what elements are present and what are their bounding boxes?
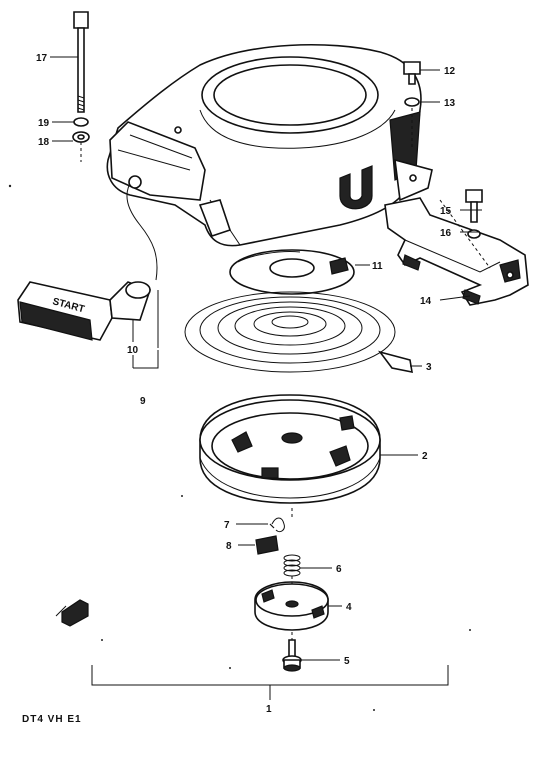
flat-washer bbox=[72, 131, 90, 143]
callout-labels: 17 19 18 12 13 15 16 14 11 3 2 10 9 7 8 … bbox=[36, 53, 456, 715]
mount-bolt bbox=[403, 61, 421, 85]
callout-11: 11 bbox=[372, 261, 383, 272]
callout-7: 7 bbox=[224, 520, 230, 531]
friction-spring bbox=[283, 554, 301, 577]
lock-washer bbox=[73, 117, 89, 127]
mount-washer bbox=[404, 97, 420, 107]
mounting-bracket bbox=[384, 197, 529, 306]
callout-13: 13 bbox=[444, 98, 456, 109]
callout-15: 15 bbox=[440, 206, 452, 217]
front-arrow-icon bbox=[55, 599, 89, 627]
callout-9: 9 bbox=[140, 396, 146, 407]
pawl bbox=[255, 535, 279, 555]
recoil-spring bbox=[184, 291, 413, 374]
long-bolt bbox=[73, 11, 89, 113]
starter-cam bbox=[229, 249, 355, 295]
starter-rope bbox=[126, 175, 158, 281]
pawl-spring bbox=[269, 517, 285, 533]
center-bolt bbox=[282, 639, 302, 672]
callout-10: 10 bbox=[127, 345, 139, 356]
starter-handle: START bbox=[17, 281, 152, 341]
callout-2: 2 bbox=[422, 451, 428, 462]
callout-17: 17 bbox=[36, 53, 48, 64]
callout-18: 18 bbox=[38, 137, 50, 148]
callout-19: 19 bbox=[38, 118, 50, 129]
callout-1: 1 bbox=[266, 704, 272, 715]
callout-16: 16 bbox=[440, 228, 452, 239]
friction-plate bbox=[254, 581, 329, 631]
callout-14: 14 bbox=[420, 296, 432, 307]
leader-lines bbox=[50, 56, 491, 700]
callout-8: 8 bbox=[226, 541, 232, 552]
callout-3: 3 bbox=[426, 362, 432, 373]
callout-4: 4 bbox=[346, 602, 352, 613]
callout-5: 5 bbox=[344, 656, 350, 667]
model-label: DT4 VH E1 bbox=[22, 714, 82, 725]
bracket-bolt bbox=[465, 189, 483, 223]
callout-12: 12 bbox=[444, 66, 456, 77]
bracket-washer bbox=[467, 229, 481, 239]
starter-housing bbox=[106, 44, 433, 247]
starter-reel bbox=[199, 394, 381, 504]
callout-6: 6 bbox=[336, 564, 342, 575]
scan-specks bbox=[8, 184, 471, 711]
